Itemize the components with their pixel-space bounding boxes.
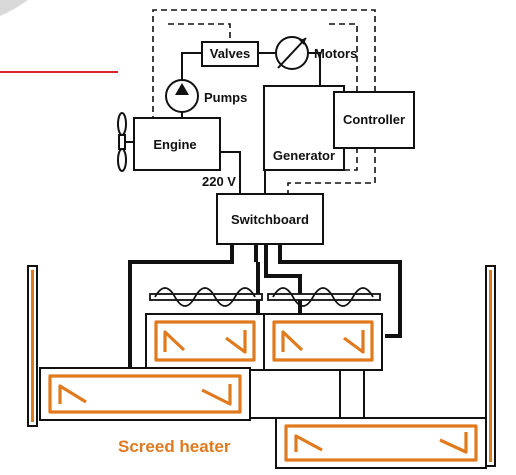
controller-label: Controller [343,112,405,127]
motor-icon [275,36,309,70]
pump-icon [165,79,199,113]
screed-heater-label: Screed heater [118,437,231,456]
engine-label: Engine [153,137,196,152]
control-wiring [152,9,376,194]
corner-decoration [0,0,28,16]
valves-box [201,41,259,67]
switchboard-label: Switchboard [231,212,309,227]
generator-label: Generator [273,148,335,163]
solid-wiring [181,52,321,194]
auger-icon [149,287,381,307]
engine-box [133,117,221,171]
motors-label: Motors [314,46,357,61]
plate-connectors [250,370,365,419]
voltage-label: 220 V [202,174,236,189]
valves-label: Valves [210,46,251,61]
pumps-label: Pumps [204,90,247,105]
switchboard-box [216,193,324,245]
controller-box [333,91,415,149]
heating-element-icon [48,320,478,462]
propeller-icon [117,112,134,172]
generator-box [263,85,345,171]
